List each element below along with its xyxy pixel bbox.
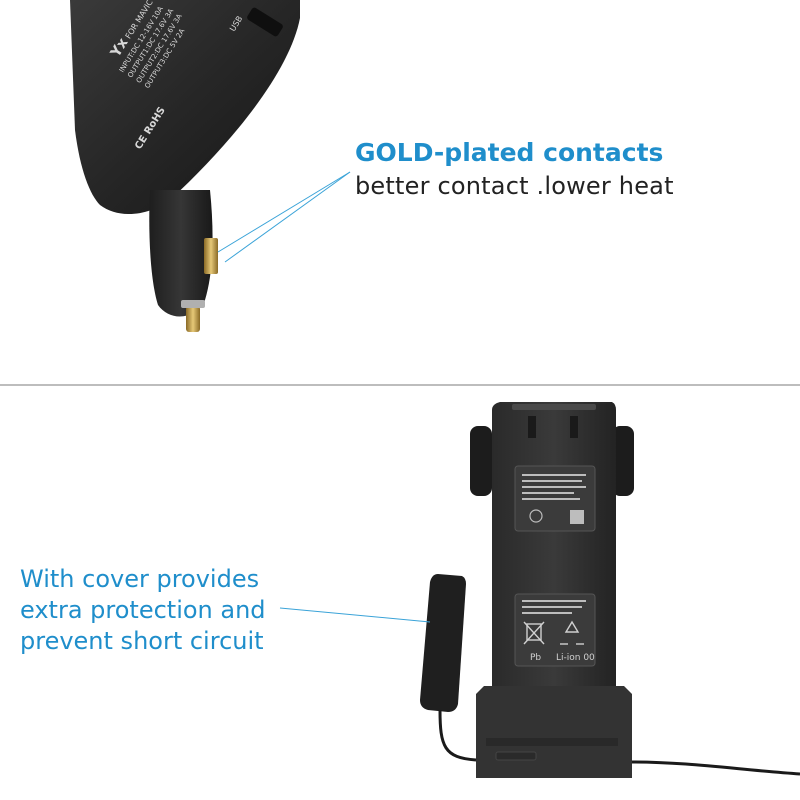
charger-body xyxy=(70,0,300,215)
gold-contacts-heading: GOLD-plated contacts xyxy=(355,138,664,167)
cover-cable xyxy=(438,709,477,762)
cover-caption: With cover provides extra protection and… xyxy=(20,564,320,657)
callout-line-upper xyxy=(217,171,351,253)
bottom-panel: Pb Li-ion 00 With cover provides extra p… xyxy=(0,386,800,800)
gold-contacts-subheading: better contact .lower heat xyxy=(355,172,674,200)
battery-clip-left xyxy=(470,426,492,496)
label-lead: Pb xyxy=(530,653,541,663)
top-panel: Yx FOR MAVIC INPUT:DC 12-16V 10A OUTPUT1… xyxy=(0,0,800,384)
tip-gold-contact xyxy=(186,306,200,332)
cover-caption-line-1: With cover provides xyxy=(20,565,260,593)
callout-line-cover xyxy=(279,607,431,623)
usb-port xyxy=(247,7,283,37)
plug-barrel xyxy=(149,190,213,317)
bin-crossed-icon xyxy=(523,621,545,645)
charging-base xyxy=(476,686,632,778)
battery-illustration: Pb Li-ion 00 xyxy=(279,402,800,778)
recycle-icon xyxy=(560,620,584,645)
callout-line-lower xyxy=(224,171,351,263)
label-liion: Li-ion 00 xyxy=(556,653,595,663)
protective-cover xyxy=(420,574,466,712)
cover-caption-line-3: prevent short circuit xyxy=(20,627,264,655)
cover-caption-line-2: extra protection and xyxy=(20,596,266,624)
section-divider xyxy=(0,384,800,386)
charging-cable xyxy=(631,760,800,776)
battery-clip-right xyxy=(612,426,634,496)
side-gold-contact xyxy=(204,238,218,274)
car-charger-illustration: Yx FOR MAVIC INPUT:DC 12-16V 10A OUTPUT1… xyxy=(70,0,351,332)
